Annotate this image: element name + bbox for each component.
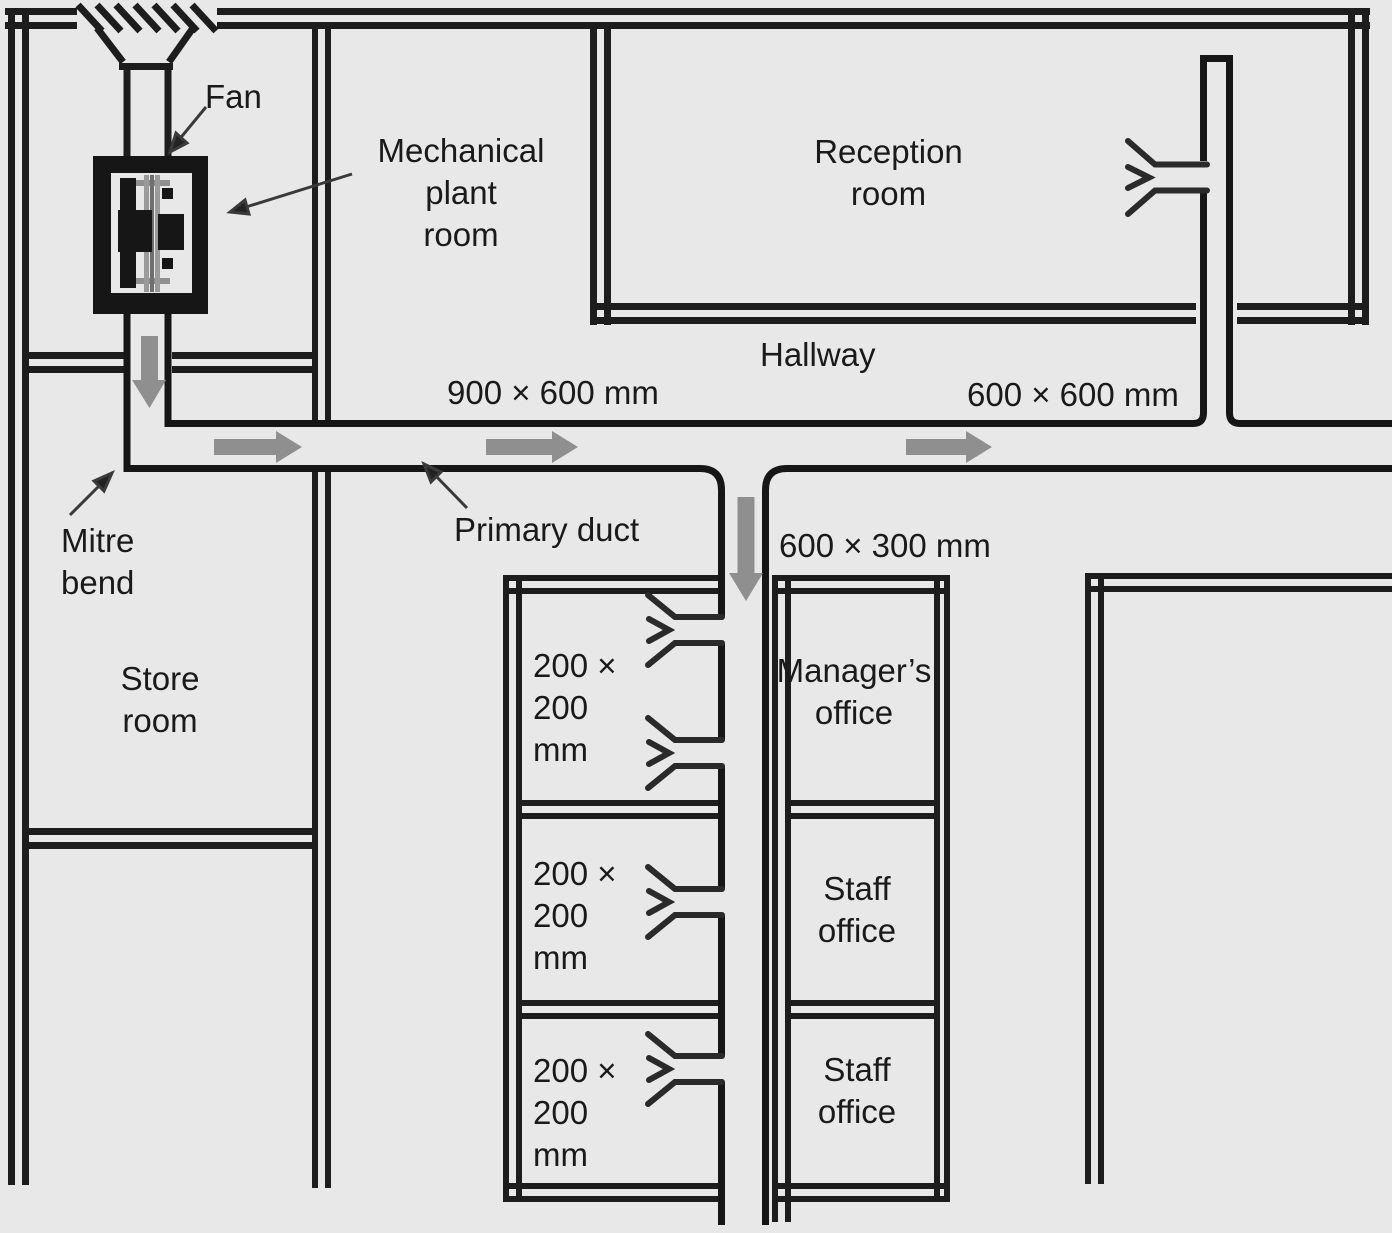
duct-size-room1-label: 200 × 200 mm [533,647,617,768]
managers-office-label: Manager’s office [776,652,932,731]
duct-size-primary-label: 900 × 600 mm [447,374,659,411]
callout-arrows [68,106,469,517]
primary-duct-callout-arrow-icon [421,461,469,510]
duct-size-room3-label: 200 × 200 mm [533,1052,617,1173]
duct-network [123,55,1392,1225]
flow-arrow-down-fan-icon [132,336,166,408]
supply-grille-reception-icon [1125,138,1210,217]
flow-arrows [132,336,992,601]
duct-size-branch-label: 600 × 300 mm [779,527,991,564]
mitre-bend-callout-arrow-icon [68,470,115,517]
store-room-label: Store room [120,660,200,739]
fan-icon [93,156,208,314]
flow-arrow-right-3-icon [906,431,992,463]
supply-grilles [645,138,1210,1107]
supply-grille-room2-icon [645,864,725,940]
flow-arrow-right-2-icon [486,431,578,463]
fan-callout-arrow-icon [167,106,208,156]
mechanical-room-callout-arrow-icon [226,172,353,216]
fan-label: Fan [205,78,262,115]
walls [5,8,1392,1222]
staff-office-1-label: Staff office [817,870,897,949]
duct-size-room2-label: 200 × 200 mm [533,855,617,976]
staff-office-2-label: Staff office [817,1051,897,1130]
supply-grille-room3-icon [645,1031,725,1107]
air-intake-louvre-icon [75,2,219,156]
duct-size-hallway-east-label: 600 × 600 mm [967,376,1179,413]
mechanical-plant-room-label: Mechanical plant room [377,132,545,253]
flow-arrow-down-branch-icon [729,497,763,601]
hallway-label: Hallway [760,336,876,373]
supply-grille-room1-a-icon [645,592,725,668]
reception-room-label: Reception room [814,133,963,212]
flow-arrow-right-1-icon [214,431,302,463]
primary-duct-label: Primary duct [454,511,640,548]
mitre-bend-label: Mitre bend [61,522,135,601]
supply-grille-room1-b-icon [645,715,725,791]
